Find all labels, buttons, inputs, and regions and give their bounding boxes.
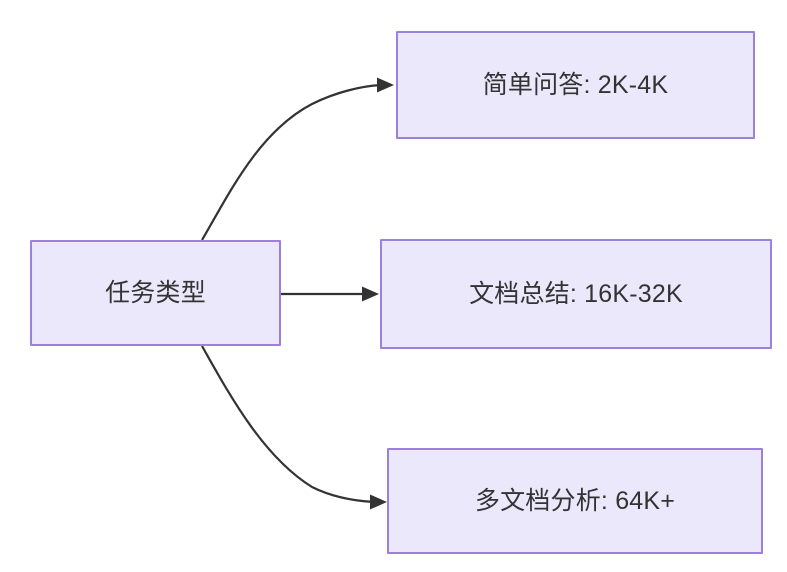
node-task-type[interactable]: 任务类型 (30, 240, 281, 346)
node-doc-summary-label: 文档总结: 16K-32K (469, 280, 683, 308)
node-doc-summary[interactable]: 文档总结: 16K-32K (380, 239, 772, 349)
edge-to-multi-doc-analysis[interactable] (201, 345, 387, 510)
edge-to-multi-doc-analysis-path (201, 345, 375, 504)
edge-to-simple-qa-path (201, 83, 382, 241)
edge-to-multi-doc-analysis-arrowhead (370, 494, 387, 510)
node-simple-qa[interactable]: 简单问答: 2K-4K (396, 31, 755, 139)
edge-to-doc-summary-arrowhead (362, 286, 379, 302)
edge-to-simple-qa-arrowhead (377, 77, 394, 93)
node-multi-doc-analysis-label: 多文档分析: 64K+ (474, 487, 676, 515)
edge-to-simple-qa[interactable] (201, 77, 394, 241)
node-task-type-label: 任务类型 (105, 279, 206, 307)
node-multi-doc-analysis[interactable]: 多文档分析: 64K+ (387, 448, 763, 554)
node-simple-qa-label: 简单问答: 2K-4K (482, 71, 669, 99)
edge-to-doc-summary[interactable] (281, 286, 379, 302)
